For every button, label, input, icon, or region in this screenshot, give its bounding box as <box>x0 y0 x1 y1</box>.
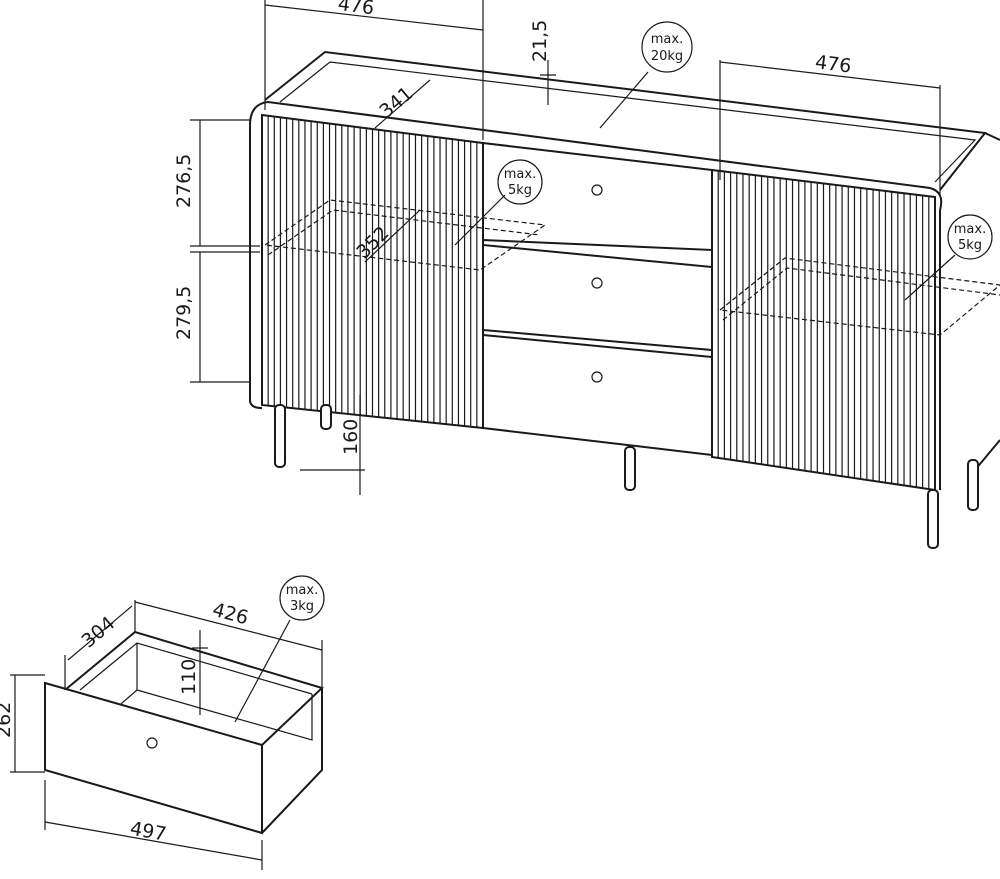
dim-drawer-front-width: 497 <box>128 818 168 846</box>
leg <box>927 489 939 549</box>
left-shelf <box>263 199 547 271</box>
svg-text:3kg: 3kg <box>290 599 314 614</box>
dim-top-left-width: 476 <box>337 0 376 19</box>
right-side <box>939 132 1000 490</box>
drawer-front <box>44 681 263 835</box>
right-shelf <box>718 257 1000 336</box>
drawer-knob <box>146 737 158 749</box>
dim-top-right-width: 476 <box>814 51 853 77</box>
svg-text:max.: max. <box>954 222 986 237</box>
load-label-drawer: max. <box>286 583 318 598</box>
leg <box>274 404 286 468</box>
load-label-right-shelf: max. 5kg <box>947 214 993 260</box>
dim-leg-height: 160 <box>340 419 362 455</box>
top-front-edge <box>249 100 943 211</box>
sideboard <box>249 50 1000 549</box>
dim-drawer-height: 262 <box>0 702 15 738</box>
svg-text:max.: max. <box>651 32 683 47</box>
dim-drawer-width: 426 <box>210 599 251 630</box>
dim-drawer-inner-height: 110 <box>178 659 200 695</box>
leg <box>624 446 636 491</box>
leg <box>320 404 332 430</box>
left-side <box>249 125 263 409</box>
drawer-knob <box>591 371 603 383</box>
drawer-middle <box>482 243 713 352</box>
svg-text:max.: max. <box>504 167 536 182</box>
drawer-knob <box>591 277 603 289</box>
dimension-lines <box>190 0 956 495</box>
dim-top-thickness: 21,5 <box>529 20 551 62</box>
load-label-left-shelf: max. 5kg <box>497 159 543 205</box>
leg <box>967 459 979 511</box>
drawer-detail: max. 3kg <box>10 575 325 870</box>
load-label-top: max. 20kg <box>641 21 693 73</box>
top-back-edge <box>264 50 987 191</box>
svg-text:20kg: 20kg <box>651 49 683 64</box>
door-flutes <box>267 115 930 490</box>
drawer-bottom <box>482 333 713 457</box>
svg-text:5kg: 5kg <box>508 183 532 198</box>
dim-lower-height: 279,5 <box>173 286 195 340</box>
dim-upper-height: 276,5 <box>173 154 195 208</box>
svg-text:5kg: 5kg <box>958 238 982 253</box>
drawer-knob <box>591 184 603 196</box>
